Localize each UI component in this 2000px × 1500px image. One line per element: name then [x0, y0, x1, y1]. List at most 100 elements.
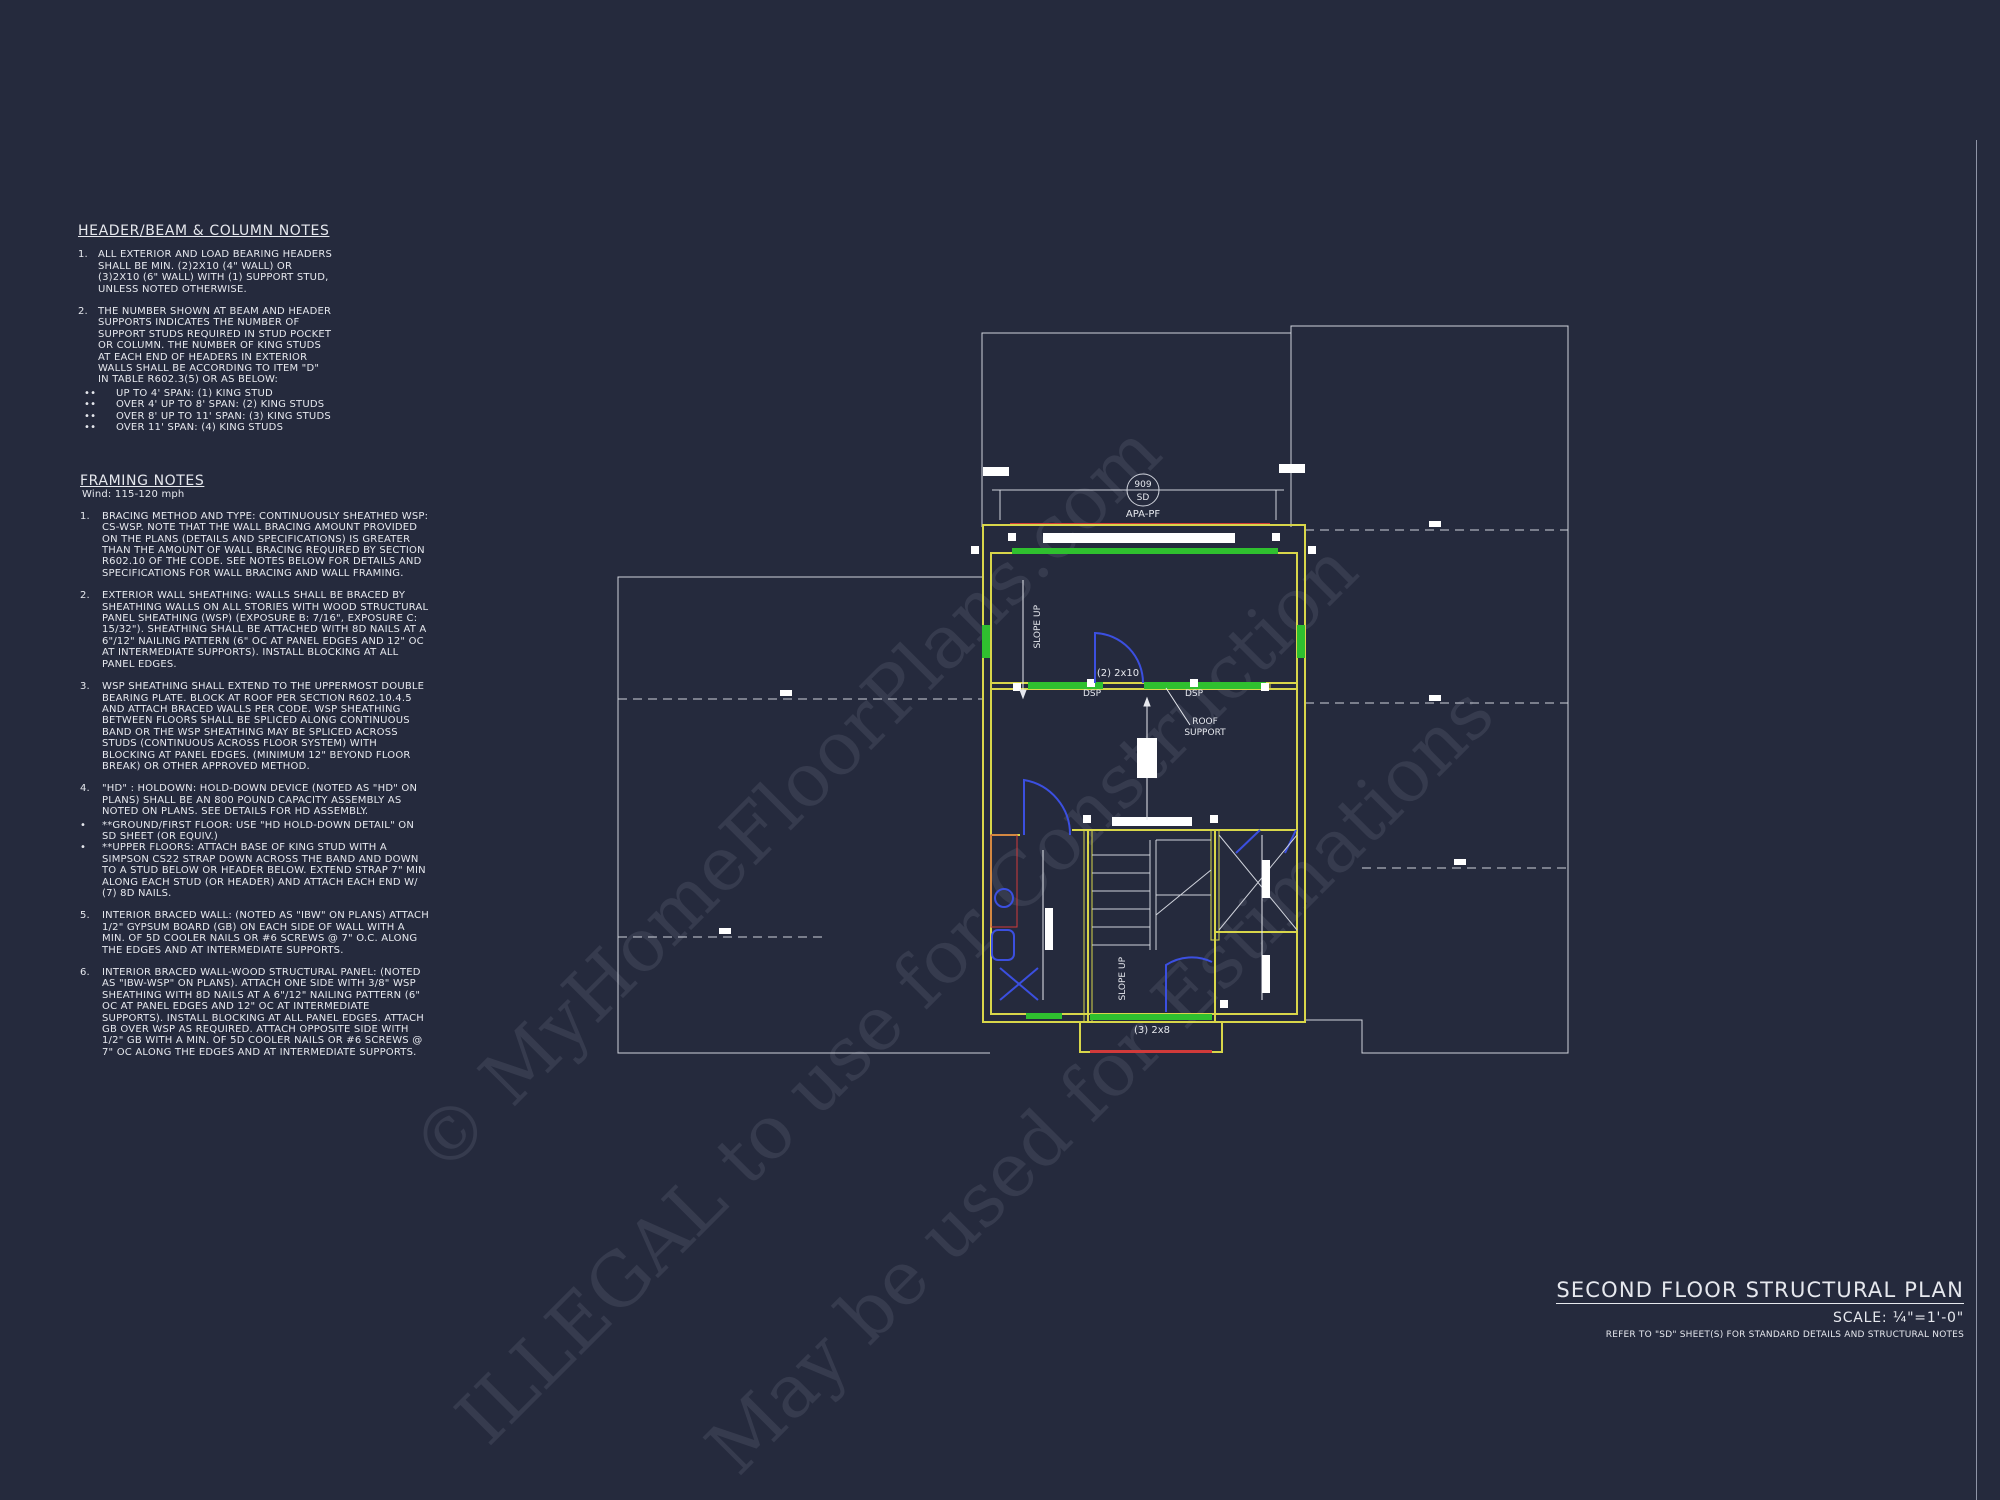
doors	[1023, 631, 1297, 1012]
support-marker	[1262, 860, 1270, 898]
note-number: 1.	[78, 249, 88, 261]
wind-speed: Wind: 115-120 mph	[82, 489, 185, 501]
header-note: 1. ALL EXTERIOR AND LOAD BEARING HEADERS…	[78, 249, 333, 295]
stair-break	[1155, 869, 1212, 916]
support-marker	[1045, 908, 1053, 950]
post	[1083, 815, 1091, 823]
red-header	[1090, 1050, 1212, 1053]
slope-up-label: SLOPE UP	[1118, 956, 1128, 1000]
tub-icon	[999, 967, 1039, 1001]
dsp-label: DSP	[1185, 689, 1204, 699]
section-tag: 909 SD APA-PF	[983, 464, 1305, 520]
closet-x	[1218, 834, 1298, 931]
tag-mark	[1429, 695, 1441, 701]
framing-notes-title: FRAMING NOTES	[80, 473, 205, 489]
note-text: "HD" : HOLDOWN: HOLD-DOWN DEVICE (NOTED …	[102, 783, 418, 818]
king-stud-bullet: ••OVER 11' SPAN: (4) KING STUDS	[78, 422, 333, 433]
roof-tags	[719, 521, 1466, 934]
bath-vanity	[990, 834, 1018, 928]
framing-note: 1. BRACING METHOD AND TYPE: CONTINUOUSLY …	[80, 511, 430, 579]
wall-outer	[982, 524, 1306, 1023]
framing-notes: FRAMING NOTES Wind: 115-120 mph 1. BRACIN…	[80, 473, 430, 1069]
roof-left	[617, 576, 990, 1054]
note-text: THE NUMBER SHOWN AT BEAM AND HEADER SUPP…	[98, 306, 332, 386]
bullet-text: OVER 11' SPAN: (4) KING STUDS	[116, 422, 284, 434]
note-number: 4.	[80, 783, 90, 795]
tag-mark	[780, 690, 792, 696]
post-mark	[1279, 464, 1305, 473]
hatched-walls	[1016, 682, 1298, 1023]
post	[1261, 683, 1269, 691]
plan-title: SECOND FLOOR STRUCTURAL PLAN	[1556, 1278, 1964, 1304]
framing-note: 4. "HD" : HOLDOWN: HOLD-DOWN DEVICE (NOTE…	[80, 783, 430, 817]
hatched-wall	[1083, 829, 1093, 1023]
king-stud-bullet: •• UP TO 4' SPAN: (1) KING STUD	[78, 388, 333, 399]
sheathing-panel	[1090, 1014, 1212, 1020]
post-markers	[971, 533, 1316, 1008]
sheathing-panel	[982, 625, 990, 658]
sink-icon	[991, 929, 1015, 961]
post	[971, 546, 979, 554]
king-stud-bullet: ••OVER 4' UP TO 8' SPAN: (2) KING STUDS	[78, 399, 333, 410]
header-note: 2. THE NUMBER SHOWN AT BEAM AND HEADER S…	[78, 306, 333, 386]
stairs	[1092, 834, 1298, 950]
support-markers	[1045, 738, 1270, 993]
sheet-border-line	[1976, 140, 1977, 1500]
sheathing-panel	[1028, 682, 1103, 689]
plan-reference: REFER TO "SD" SHEET(S) FOR STANDARD DETA…	[1605, 1330, 1964, 1340]
arrow-head	[1143, 696, 1151, 707]
roof-support-label: ROOF	[1192, 717, 1218, 727]
section-tag-top: 909	[1134, 480, 1151, 490]
framing-note: 5. INTERIOR BRACED WALL: (NOTED AS "IBW" …	[80, 910, 430, 956]
header-notes-title: HEADER/BEAM & COLUMN NOTES	[78, 223, 330, 239]
note-number: 3.	[80, 681, 90, 693]
note-number: 5.	[80, 910, 90, 922]
note-text: INTERIOR BRACED WALL: (NOTED AS "IBW" ON…	[102, 910, 429, 956]
door-swing	[1165, 956, 1213, 1012]
note-text: **GROUND/FIRST FLOOR: USE "HD HOLD-DOWN …	[102, 819, 415, 842]
sheathing-panel	[1026, 1013, 1062, 1019]
tag-mark	[1429, 521, 1441, 527]
note-text: WSP SHEATHING SHALL EXTEND TO THE UPPERM…	[102, 681, 425, 772]
note-text: BRACING METHOD AND TYPE: CONTINUOUSLY SH…	[102, 510, 429, 579]
bullet-text: OVER 4' UP TO 8' SPAN: (2) KING STUDS	[116, 399, 325, 411]
framing-note: • **GROUND/FIRST FLOOR: USE "HD HOLD-DOWN…	[80, 820, 430, 843]
closet-door	[1235, 829, 1261, 854]
note-text: INTERIOR BRACED WALL-WOOD STRUCTURAL PAN…	[102, 967, 425, 1058]
bullet-text: OVER 8' UP TO 11' SPAN: (3) KING STUDS	[116, 410, 331, 422]
roof-support-label: SUPPORT	[1184, 728, 1226, 738]
support-marker	[1262, 955, 1270, 993]
slope-up-label: SLOPE UP	[1033, 604, 1043, 648]
note-number: 2.	[80, 590, 90, 602]
post	[1087, 679, 1095, 687]
dsp-label: DSP	[1083, 689, 1102, 699]
note-number: •	[80, 819, 87, 831]
note-number: •	[80, 842, 87, 854]
note-number: 1.	[80, 510, 90, 522]
section-tag-bottom: SD	[1137, 493, 1150, 503]
post-mark	[983, 467, 1009, 476]
door-swing	[1023, 778, 1072, 836]
bullet-text: UP TO 4' SPAN: (1) KING STUD	[116, 387, 273, 399]
post	[1272, 533, 1280, 541]
door-swing	[1094, 631, 1145, 684]
post	[1210, 815, 1218, 823]
roof-ridge-lines	[618, 529, 1568, 938]
plan-scale: SCALE: ¼"=1'-0"	[1833, 1310, 1964, 1326]
slope-arrows	[1019, 580, 1263, 1000]
post	[1013, 683, 1021, 691]
header-2x10-label: (2) 2x10	[1097, 668, 1139, 679]
note-text: **UPPER FLOORS: ATTACH BASE OF KING STUD…	[102, 842, 426, 899]
roof-outline	[617, 325, 1569, 1054]
leader-line	[1165, 687, 1191, 726]
arrow-head	[1019, 689, 1027, 700]
king-stud-bullet: ••OVER 8' UP TO 11' SPAN: (3) KING STUDS	[78, 411, 333, 422]
toilet-icon	[994, 888, 1014, 908]
post	[1308, 546, 1316, 554]
sheathing-panel	[1144, 682, 1266, 689]
post	[1190, 679, 1198, 687]
bullet-mark: ••	[84, 387, 97, 399]
note-text: ALL EXTERIOR AND LOAD BEARING HEADERS SH…	[98, 249, 333, 295]
framing-note: 2.EXTERIOR WALL SHEATHING: WALLS SHALL B…	[80, 590, 430, 670]
